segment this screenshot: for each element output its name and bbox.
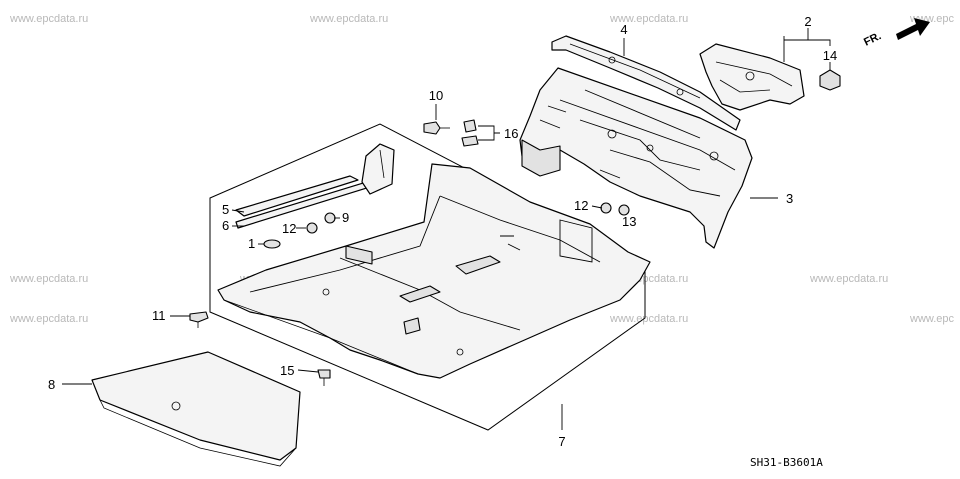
leader-lines [62, 28, 831, 430]
callout-5: 5 [222, 202, 229, 217]
diagram-code: SH31-B3601A [750, 456, 823, 469]
callout-labels: 4 2 14 3 10 16 5 6 9 12 1 11 8 15 7 12 1… [48, 14, 837, 449]
floor-carpet [217, 163, 651, 379]
callout-13: 13 [622, 214, 636, 229]
clip-12a [306, 222, 318, 234]
callout-14: 14 [823, 48, 837, 63]
rear-trunk-lining [519, 67, 753, 249]
clip-11 [189, 311, 209, 323]
trunk-mat [91, 351, 301, 467]
clip-12b [600, 202, 612, 214]
bolt-10 [423, 121, 441, 135]
callout-8: 8 [48, 377, 55, 392]
callout-7: 7 [558, 434, 565, 449]
bolt-15 [317, 369, 331, 379]
watermark-3: www.epcdata.ru [609, 13, 688, 25]
direction-label: FR. [862, 30, 883, 49]
watermark-9: www.epcdata.ru [9, 313, 88, 325]
watermark-5: www.epcdata.ru [9, 273, 88, 285]
clip-part-14 [819, 69, 841, 91]
callout-9: 9 [342, 210, 349, 225]
fasteners [189, 119, 630, 386]
callout-2: 2 [804, 14, 811, 29]
callout-16: 16 [504, 126, 518, 141]
rear-trim-panel [699, 43, 805, 111]
sill-strips [235, 143, 395, 229]
callout-12-left: 12 [282, 221, 296, 236]
callout-12-right: 12 [574, 198, 588, 213]
watermark-10: www.epcdata.ru [609, 313, 688, 325]
direction-arrow-icon [896, 18, 930, 40]
grommet-1 [263, 239, 281, 249]
callout-3: 3 [786, 191, 793, 206]
clip-16a [463, 119, 477, 133]
assembly-frame [209, 123, 646, 431]
clip-16b [461, 135, 479, 147]
rear-shelf-strip [551, 35, 741, 131]
clip-9 [324, 212, 336, 224]
watermark-11: www.epc [909, 313, 955, 325]
watermark-2: www.epcdata.ru [309, 13, 388, 25]
front-direction-indicator: FR. [862, 18, 930, 49]
callout-1: 1 [248, 236, 255, 251]
callout-10: 10 [429, 88, 443, 103]
callout-15: 15 [280, 363, 294, 378]
watermark-1: www.epcdata.ru [9, 13, 88, 25]
callout-6: 6 [222, 218, 229, 233]
callout-11: 11 [152, 308, 166, 323]
clip-13 [618, 204, 630, 216]
callout-4: 4 [620, 22, 627, 37]
watermark-8: www.epcdata.ru [809, 273, 888, 285]
